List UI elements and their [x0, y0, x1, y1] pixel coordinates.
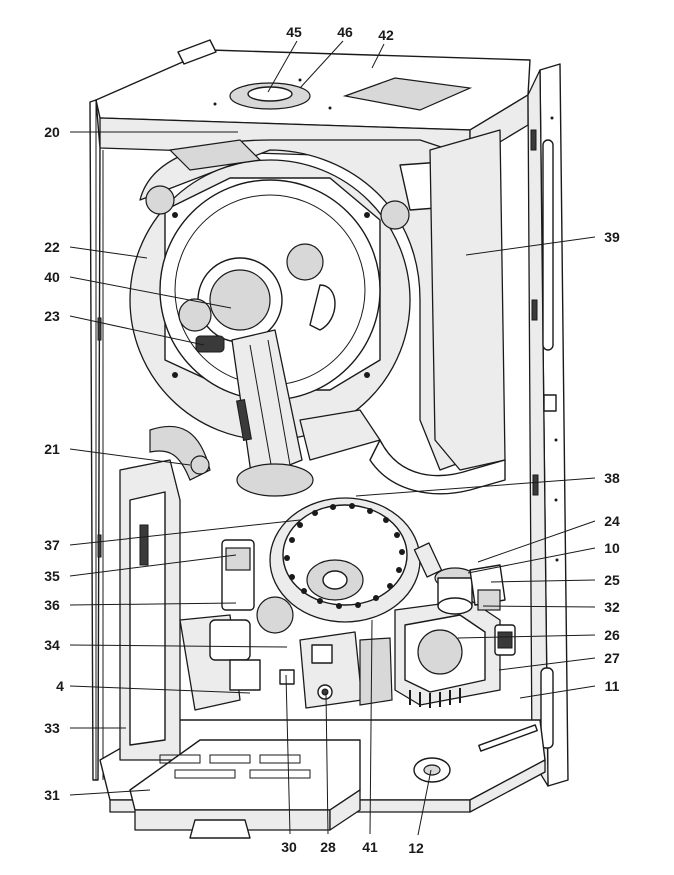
frame-left-wall — [89, 99, 104, 781]
pump-assembly — [394, 599, 516, 708]
left-pipe-column — [119, 425, 241, 761]
callout-34: 34 — [44, 637, 60, 653]
flue-duct — [299, 129, 506, 495]
callout-28: 28 — [320, 839, 336, 855]
callout-38: 38 — [604, 470, 620, 486]
callout-21: 21 — [44, 441, 60, 457]
valve-cluster-left — [209, 539, 294, 691]
callout-12: 12 — [408, 840, 424, 856]
frame-right-rail — [527, 63, 569, 787]
callout-39: 39 — [604, 229, 620, 245]
gas-valve — [279, 631, 393, 709]
callout-25: 25 — [604, 572, 620, 588]
callout-31: 31 — [44, 787, 60, 803]
callout-46: 46 — [337, 24, 353, 40]
callout-40: 40 — [44, 269, 60, 285]
callout-26: 26 — [604, 627, 620, 643]
leader-lines — [69, 40, 596, 836]
callout-41: 41 — [362, 839, 378, 855]
callout-36: 36 — [44, 597, 60, 613]
circulating-fan-disc — [269, 497, 421, 623]
callout-45: 45 — [286, 24, 302, 40]
callout-10: 10 — [604, 540, 620, 556]
callout-33: 33 — [44, 720, 60, 736]
callout-11: 11 — [605, 678, 620, 694]
frame-top-panel — [95, 39, 531, 161]
callout-35: 35 — [44, 568, 60, 584]
burner-fan-assembly — [178, 243, 336, 497]
callout-22: 22 — [44, 239, 60, 255]
callout-4: 4 — [56, 678, 64, 694]
callout-30: 30 — [281, 839, 297, 855]
callout-24: 24 — [604, 513, 620, 529]
callout-37: 37 — [44, 537, 60, 553]
callout-42: 42 — [378, 27, 394, 43]
control-box — [129, 739, 361, 839]
callout-20: 20 — [44, 124, 60, 140]
callout-32: 32 — [604, 599, 620, 615]
callout-labels: 45 46 42 20 22 39 40 23 21 38 37 24 10 3… — [44, 24, 620, 856]
diverter-valve — [413, 542, 506, 615]
callout-27: 27 — [604, 650, 620, 666]
callout-23: 23 — [44, 308, 60, 324]
